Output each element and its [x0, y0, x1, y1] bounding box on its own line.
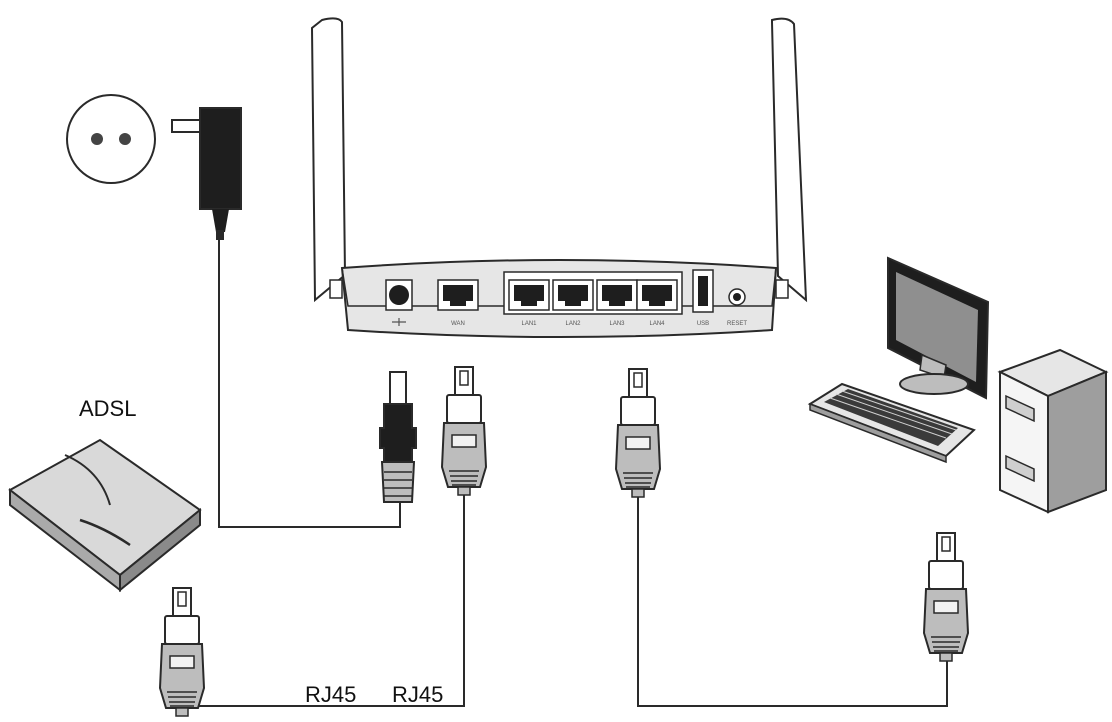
rj45-label-modem: RJ45: [305, 682, 357, 707]
right-antenna: [771, 17, 808, 303]
keyboard: [807, 382, 976, 464]
router-wan-port: [437, 279, 479, 311]
lan3-port-label: LAN3: [609, 321, 625, 327]
reset-label: RESET: [727, 321, 747, 327]
rj45-plug-lan-router: [615, 368, 661, 498]
router-power-jack: [385, 279, 413, 311]
router-lan4-port: [636, 279, 678, 311]
router-lan3-port: [596, 279, 638, 311]
router-lan1-port: [508, 279, 550, 311]
power-cable: [218, 238, 401, 528]
router: WAN LAN1 LAN2 LAN3 LAN4 USB RESET: [310, 17, 808, 338]
adsl-label: ADSL: [79, 396, 137, 421]
lan4-port-label: LAN4: [649, 321, 665, 327]
adsl-modem: [8, 438, 202, 593]
wan-cable: [184, 492, 465, 707]
rj45-plug-modem: [159, 587, 205, 717]
power-adapter: [171, 107, 242, 240]
rj45-plug-computer: [923, 532, 969, 662]
pc-tower: [997, 348, 1109, 514]
power-symbol-icon: [392, 318, 406, 326]
router-lan2-port: [552, 279, 594, 311]
wan-port-label: WAN: [451, 321, 465, 327]
computer-monitor: [887, 256, 990, 400]
router-usb-port: [692, 269, 714, 313]
usb-port-label: USB: [697, 321, 709, 327]
lan1-port-label: LAN1: [521, 321, 537, 327]
wall-socket: [66, 94, 156, 184]
left-antenna: [310, 17, 347, 303]
lan2-port-label: LAN2: [565, 321, 581, 327]
rj45-label-router: RJ45: [392, 682, 444, 707]
dc-power-plug: [379, 371, 417, 503]
lan-cable: [637, 494, 948, 707]
rj45-plug-wan-router: [441, 366, 487, 496]
router-reset-button: [728, 288, 746, 306]
